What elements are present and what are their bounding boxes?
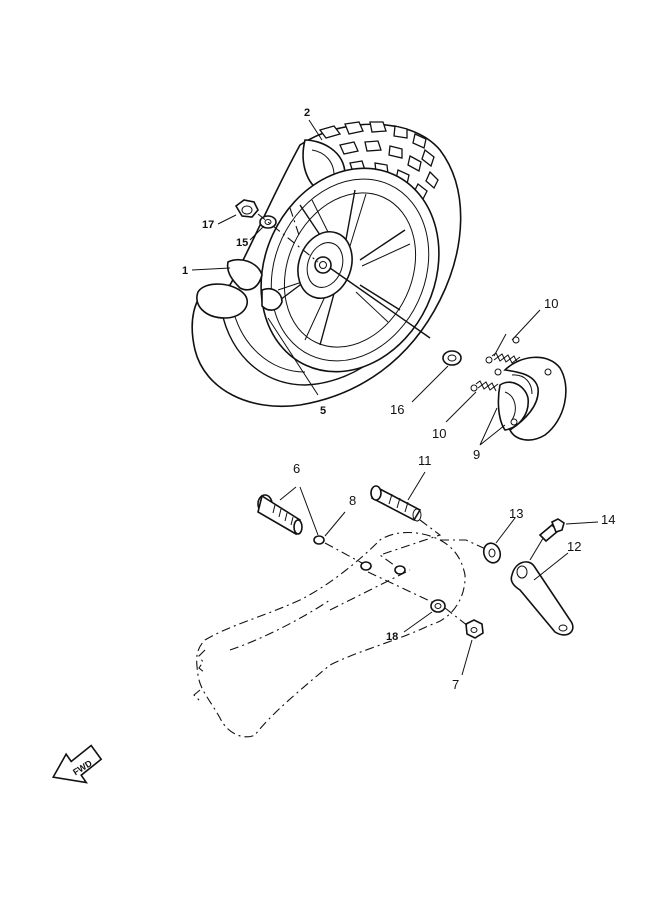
brake-arm <box>510 534 574 636</box>
lever-washer <box>482 542 502 564</box>
callout-10-upper: 10 <box>544 296 558 311</box>
brake-spring-upper <box>485 333 521 365</box>
wheel-rim <box>226 167 440 373</box>
callout-5: 5 <box>320 405 326 417</box>
callout-17: 17 <box>202 219 214 231</box>
lever-nut <box>465 619 484 639</box>
callout-14: 14 <box>601 512 615 527</box>
callout-labels: 2 17 15 1 5 16 10 10 9 11 6 8 13 14 12 1… <box>182 107 615 692</box>
brake-components <box>411 309 567 446</box>
callout-10-lower: 10 <box>432 426 446 441</box>
callout-1: 1 <box>182 265 188 277</box>
o-ring <box>313 535 325 545</box>
callout-6: 6 <box>293 461 300 476</box>
rear-wheel-assembly <box>191 121 462 407</box>
axle-nut <box>234 199 259 218</box>
wear-indicator-shaft <box>370 485 422 522</box>
brake-shoe-set <box>497 356 567 441</box>
callout-18: 18 <box>386 631 398 643</box>
axle-centerline <box>257 213 319 263</box>
callout-11: 11 <box>418 453 432 468</box>
callout-7: 7 <box>452 677 459 692</box>
transmission-case <box>196 532 466 738</box>
callout-9: 9 <box>473 447 480 462</box>
forward-direction-arrow: FWD <box>51 744 103 784</box>
oil-seal <box>442 350 462 366</box>
brake-camshaft <box>257 494 303 536</box>
callout-2: 2 <box>304 107 310 119</box>
callout-13: 13 <box>509 506 523 521</box>
brake-spring-lower <box>470 368 502 392</box>
callout-15: 15 <box>236 237 248 249</box>
callout-12: 12 <box>567 539 581 554</box>
axle-shaft-line <box>329 267 431 339</box>
crankcase-assembly <box>193 471 599 738</box>
callout-8: 8 <box>349 493 356 508</box>
callout-16: 16 <box>390 402 404 417</box>
case-oil-seal <box>430 599 446 613</box>
arm-bolt <box>538 518 565 543</box>
